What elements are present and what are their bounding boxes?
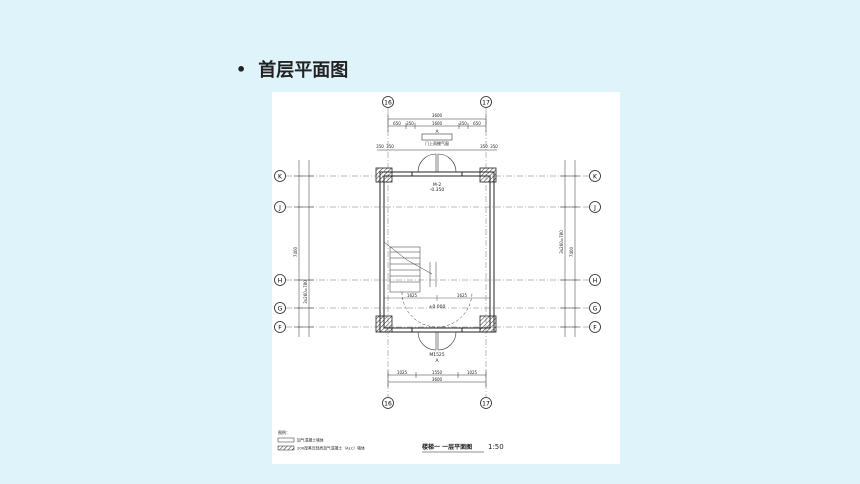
drawing-title: 楼梯一 一层平面图 1:50 [422,443,504,453]
bottom-door [417,331,457,351]
svg-text:17: 17 [482,401,490,408]
svg-text:16: 16 [384,401,392,408]
svg-text:350: 350 [480,144,488,149]
grid-bubbles-left: K J H G F [274,170,286,333]
svg-text:350: 350 [490,144,498,149]
svg-text:J: J [278,205,281,212]
svg-text:G: G [278,306,283,313]
svg-text:K: K [593,174,598,181]
grid-bubbles-top: 16 17 [382,96,492,108]
svg-text:1625: 1625 [457,293,468,298]
svg-text:±0.000: ±0.000 [429,304,446,310]
svg-text:A: A [435,358,439,364]
walls [379,171,495,333]
slide-title: • 首层平面图 [236,56,348,82]
svg-text:350: 350 [386,144,394,149]
svg-text:350: 350 [406,121,414,126]
svg-text:1:50: 1:50 [488,443,504,451]
svg-text:J: J [593,205,596,212]
page-title: 首层平面图 [258,60,349,81]
svg-text:3600: 3600 [432,113,443,118]
bottom-dimensions [387,370,487,387]
grid-lines [286,108,592,397]
svg-text:7400: 7400 [569,246,574,257]
svg-text:200厚蒸压轻质加气混凝土（ALC）墙体: 200厚蒸压轻质加气混凝土（ALC）墙体 [297,446,365,451]
grid-bubbles-right: K J H G F [589,170,601,333]
svg-text:图例：: 图例： [278,429,290,435]
stair [383,241,473,328]
legend: 图例： 加气混凝土墙体 200厚蒸压轻质加气混凝土（ALC）墙体 [277,429,365,451]
svg-text:H: H [278,278,283,285]
svg-text:F: F [593,325,597,332]
svg-text:350: 350 [459,121,467,126]
svg-text:7400: 7400 [293,246,298,257]
top-dimension-text: 3600 650 350 1600 350 650 350 350 350 35… [376,113,498,149]
svg-text:M1525: M1525 [429,352,444,358]
bottom-dimension-text: 1025 1550 1025 3600 [397,370,478,382]
svg-text:-0.350: -0.350 [430,187,445,193]
svg-text:加气混凝土墙体: 加气混凝土墙体 [297,438,324,443]
inner-dimensions [384,295,490,301]
svg-text:1625: 1625 [407,293,418,298]
columns [375,167,497,333]
svg-text:3600: 3600 [432,377,443,382]
top-door [417,133,457,173]
svg-text:K: K [278,174,283,181]
svg-text:16: 16 [384,100,392,107]
floor-plan-svg: 16 17 16 17 K J H G F K [274,96,601,453]
svg-text:1600: 1600 [432,121,443,126]
plan-labels: A M-2 -0.350 ±0.000 M1525 A [429,129,446,364]
floor-plan-drawing: 16 17 16 17 K J H G F K [272,92,620,464]
svg-text:3x260=780: 3x260=780 [303,280,308,304]
svg-text:650: 650 [473,121,481,126]
svg-text:A: A [435,129,439,135]
svg-text:1025: 1025 [397,370,408,375]
svg-text:1025: 1025 [467,370,478,375]
bullet-icon: • [236,59,247,79]
svg-text:门上雨棚气窗: 门上雨棚气窗 [425,140,449,146]
svg-text:F: F [278,325,282,332]
svg-text:650: 650 [393,121,401,126]
svg-text:H: H [593,278,598,285]
inner-dimension-text: 1625 1625 [407,293,468,298]
grid-bubbles-bottom: 16 17 [382,397,492,409]
svg-text:1550: 1550 [432,370,443,375]
svg-text:3x260=780: 3x260=780 [559,230,564,254]
svg-text:350: 350 [376,144,384,149]
svg-text:M-2: M-2 [433,182,442,188]
svg-text:楼梯一 一层平面图: 楼梯一 一层平面图 [422,443,472,451]
side-dimension-text: 7400 3x260=780 7400 3x260=780 [293,230,574,304]
side-dimensions [294,160,580,337]
svg-text:17: 17 [482,100,490,107]
top-dimensions [377,114,497,151]
svg-text:G: G [593,306,598,313]
